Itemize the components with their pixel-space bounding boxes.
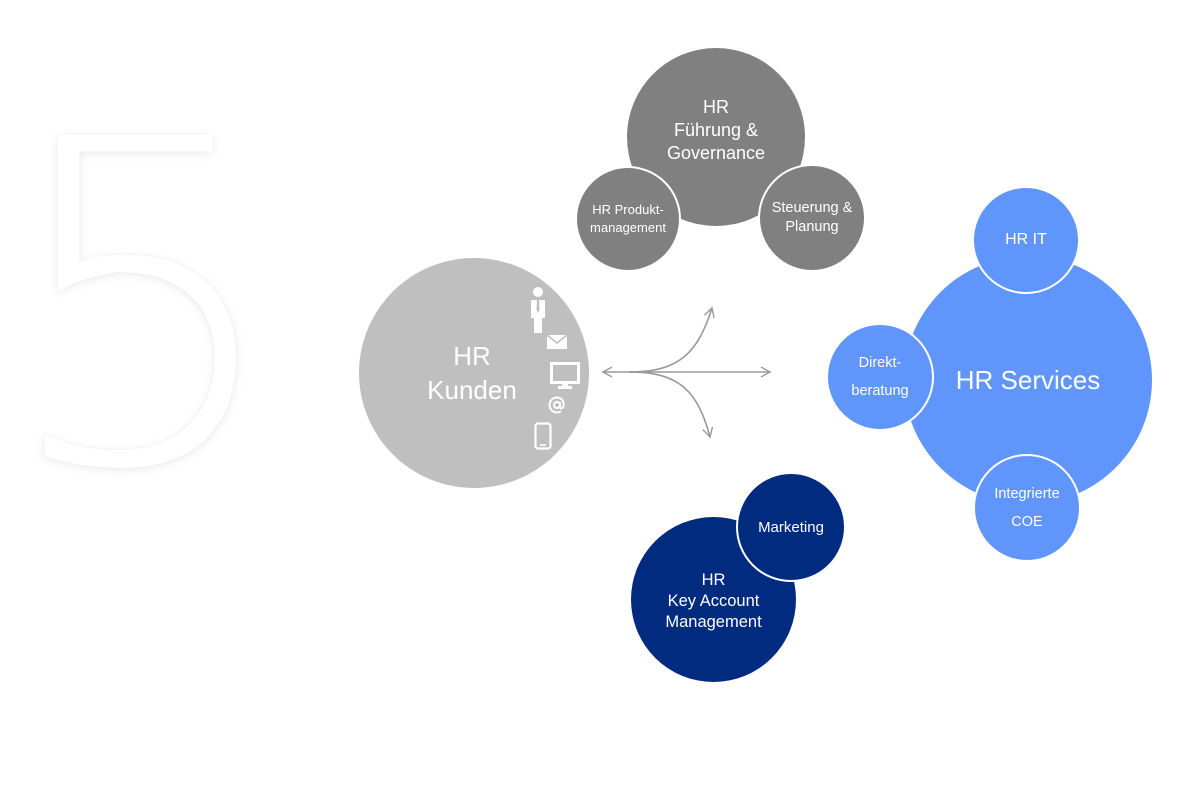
direktberatung-circle: Direkt- beratung (826, 323, 934, 431)
marketing-label: Marketing (758, 518, 824, 536)
governance-label-line2: Führung & (673, 119, 759, 140)
hr-kunden-circle: HR Kunden (359, 258, 589, 488)
governance-label-line1: HR (703, 96, 729, 117)
steuerung-label-line2: Planung (785, 219, 839, 235)
hr-kunden-label-line1: HR (453, 341, 491, 371)
kam-label-line2: Key Account (667, 592, 760, 610)
hr-kunden-label-line2: Kunden (427, 375, 517, 405)
hr-services-label: HR Services (955, 364, 1101, 395)
governance-label-line3: Governance (666, 142, 766, 163)
coe-label-line1: Integrierte (994, 486, 1060, 502)
kam-label-line3: Management (665, 613, 762, 631)
hr-produktmanagement-circle: HR Produkt- management (575, 166, 681, 272)
monitor-icon (550, 362, 580, 389)
direktberatung-label-line1: Direkt- (858, 355, 902, 371)
direktberatung-label-line2: beratung (851, 383, 909, 399)
coe-label-line2: COE (1011, 514, 1043, 530)
person-icon (531, 287, 545, 333)
produktmanagement-label-line1: HR Produkt- (592, 202, 664, 217)
step-number: 5 (0, 45, 287, 569)
integrierte-coe-circle: Integrierte COE (973, 454, 1081, 562)
steuerung-label-line1: Steuerung & (771, 200, 853, 216)
hr-it-circle: HR IT (972, 186, 1080, 294)
smartphone-icon (534, 422, 552, 450)
hr-it-label: HR IT (1005, 231, 1047, 248)
at-sign-icon (548, 396, 565, 414)
envelope-icon (546, 334, 568, 349)
arrow-to-governance (629, 306, 715, 373)
arrow-to-account (629, 371, 714, 439)
produktmanagement-label-line2: management (590, 220, 666, 235)
kam-label-line1: HR (701, 571, 726, 589)
steuerung-planung-circle: Steuerung & Planung (758, 164, 866, 272)
marketing-circle: Marketing (736, 472, 846, 582)
